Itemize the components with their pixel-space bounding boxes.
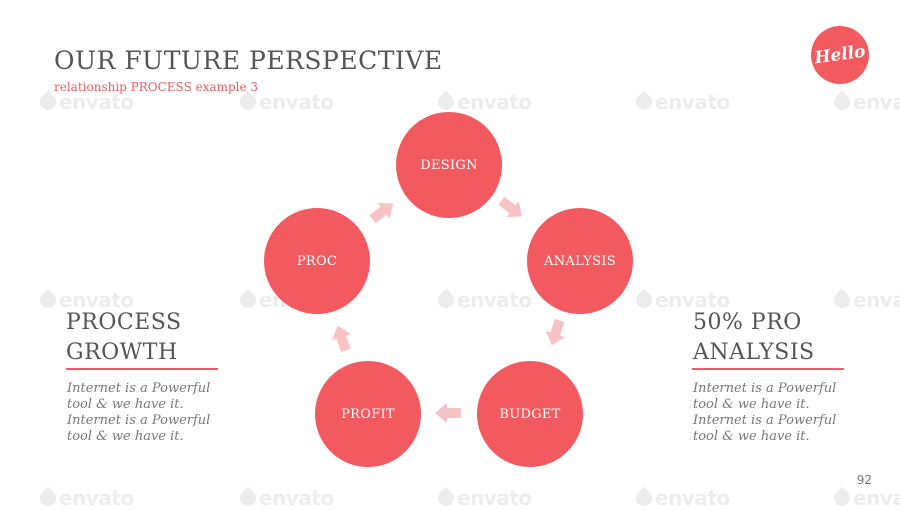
node-budget: BUDGET: [477, 361, 583, 467]
left-divider: [66, 368, 218, 370]
watermark: envato: [632, 90, 730, 114]
right-divider: [692, 368, 844, 370]
left-body-line: Internet is a Powerful: [67, 381, 211, 396]
arrow-profit-to-proc: [328, 322, 356, 354]
right-body-line: tool & we have it.: [693, 429, 810, 444]
left-body-line: tool & we have it.: [67, 429, 184, 444]
watermark: envato: [434, 90, 532, 114]
left-heading: PROCESS GROWTH: [66, 308, 182, 368]
arrow-analysis-to-budget: [542, 317, 570, 349]
left-body-line: Internet is a Powerful: [67, 413, 211, 428]
watermark: envato: [830, 288, 900, 312]
left-body: Internet is a Powerful tool & we have it…: [67, 381, 227, 445]
node-profit: PROFIT: [315, 361, 421, 467]
slide-subtitle: relationship PROCESS example 3: [54, 80, 259, 94]
watermark: envato: [632, 288, 730, 312]
watermark: envato: [236, 90, 334, 114]
arrow-budget-to-profit: [435, 403, 461, 423]
node-proc: PROC: [264, 208, 370, 314]
right-heading: 50% PRO ANALYSIS: [693, 308, 815, 368]
node-analysis: ANALYSIS: [527, 208, 633, 314]
right-body: Internet is a Powerful tool & we have it…: [693, 381, 853, 445]
page-number: 92: [856, 473, 872, 487]
arrow-design-to-analysis: [495, 192, 529, 225]
watermark: envato: [36, 288, 134, 312]
left-heading-line1: PROCESS: [66, 310, 182, 335]
right-body-line: Internet is a Powerful: [693, 413, 837, 428]
watermark: envato: [830, 90, 900, 114]
left-body-line: tool & we have it.: [67, 397, 184, 412]
left-heading-line2: GROWTH: [66, 340, 178, 365]
arrow-proc-to-design: [366, 195, 400, 228]
watermark: envato: [36, 90, 134, 114]
right-body-line: Internet is a Powerful: [693, 381, 837, 396]
right-body-line: tool & we have it.: [693, 397, 810, 412]
watermark: envato: [434, 288, 532, 312]
node-design: DESIGN: [396, 112, 502, 218]
right-heading-line2: ANALYSIS: [693, 340, 815, 365]
slide-title: OUR FUTURE PERSPECTIVE: [54, 46, 443, 75]
right-heading-line1: 50% PRO: [693, 310, 802, 335]
